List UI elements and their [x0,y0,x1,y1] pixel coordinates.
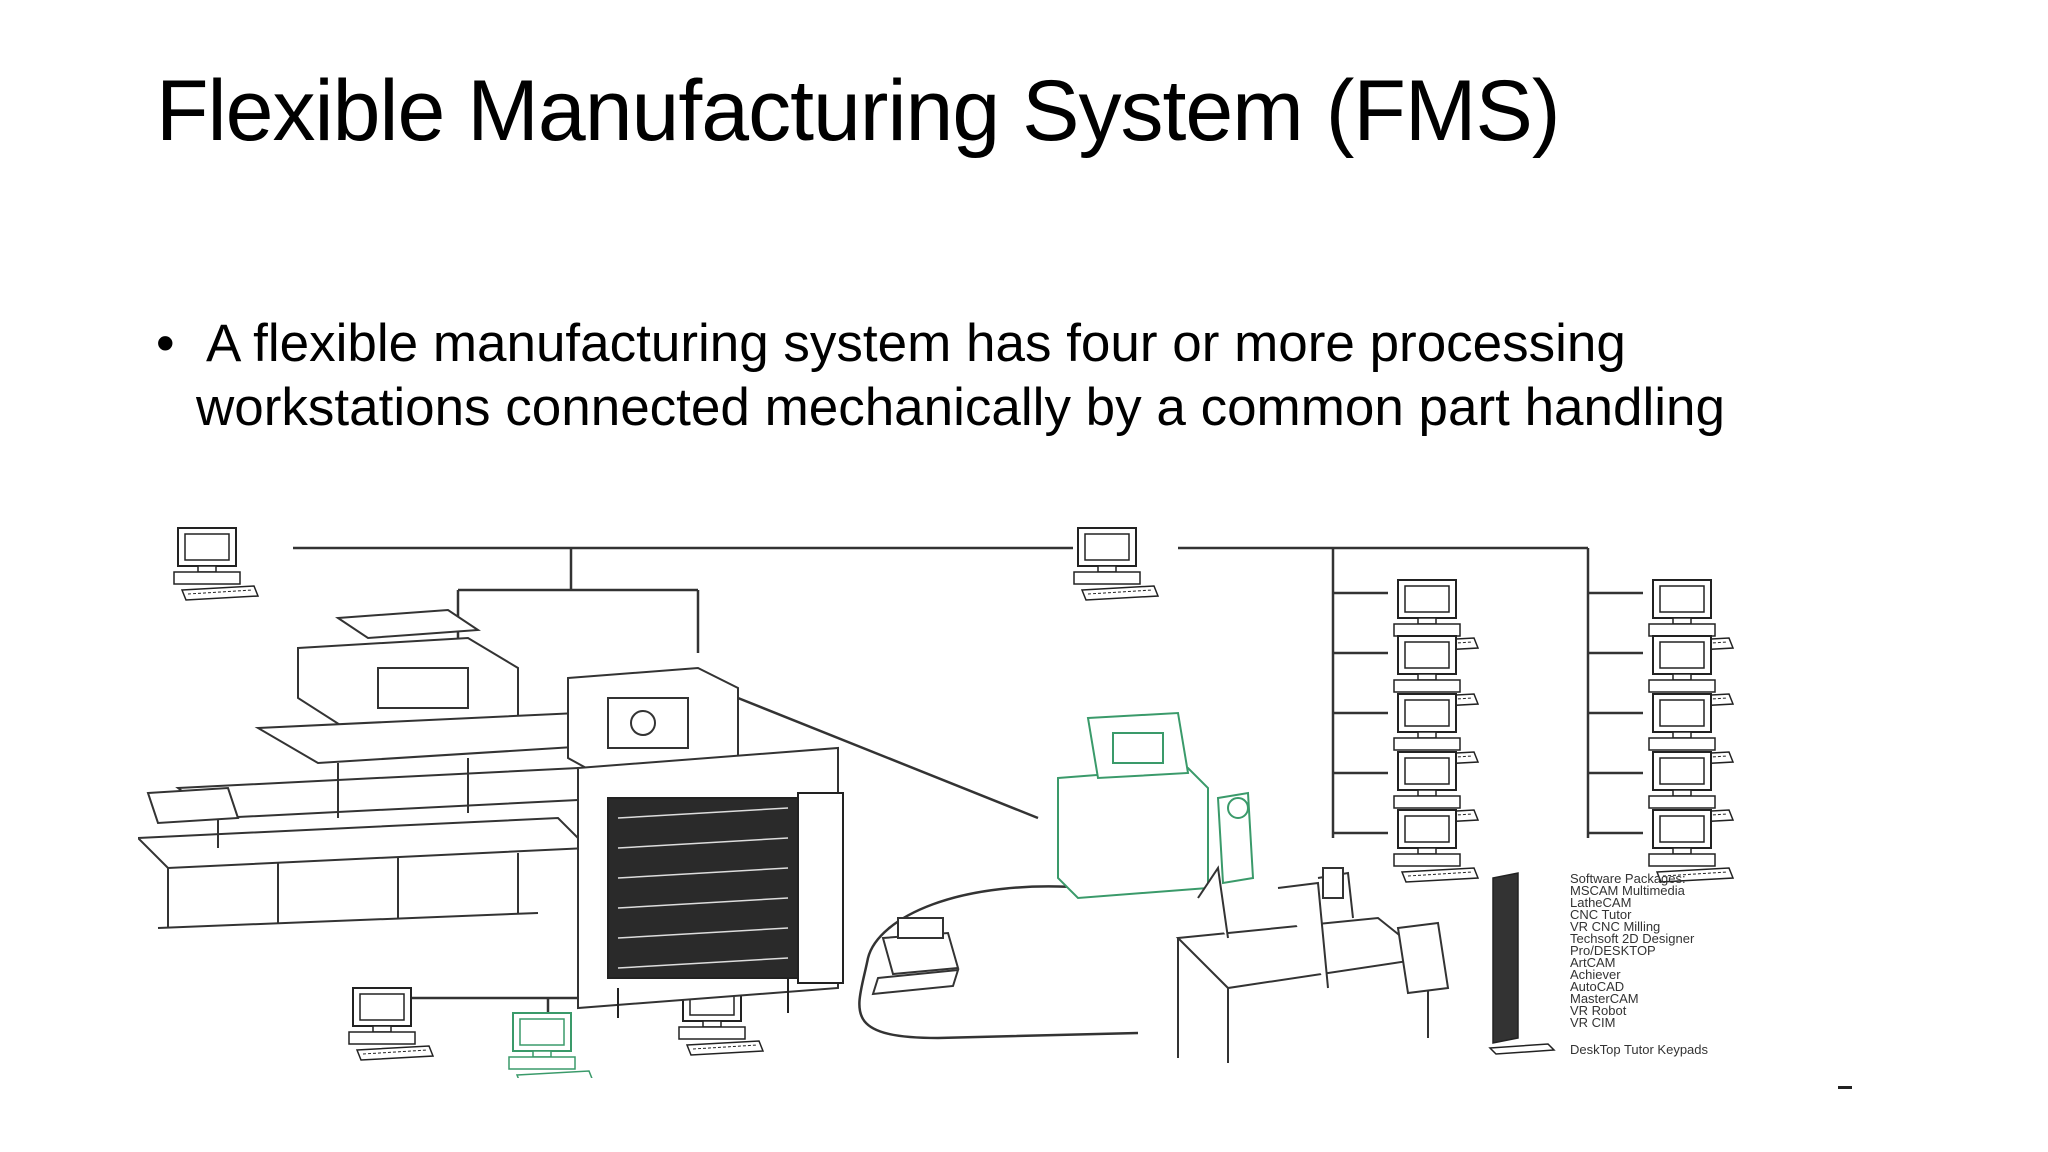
legend-item: Techsoft 2D Designer [1570,931,1695,946]
legend-item: CNC Tutor [1570,907,1632,922]
slide-title: Flexible Manufacturing System (FMS) [156,63,1561,159]
legend-item: VR CIM [1570,1015,1616,1030]
legend-item: LatheCAM [1570,895,1631,910]
keypad-stack [1488,872,1556,1055]
legend-item: Software Packages: [1570,871,1686,886]
legend-item: ArtCAM [1570,955,1616,970]
legend-item: AutoCAD [1570,979,1624,994]
bullet-text: A flexible manufacturing system has four… [196,314,1725,437]
network-lines [293,546,1643,1040]
robot-station [1057,711,1255,900]
legend-item: VR CNC Milling [1570,919,1660,934]
machining-center [138,608,642,929]
legend-item: VR Robot [1570,1003,1627,1018]
storage-rack [607,792,844,1018]
legend-item: MSCAM Multimedia [1570,883,1686,898]
slide-mark [1838,1086,1852,1089]
bullet-marker: • [156,314,175,373]
legend-item: Achiever [1570,967,1621,982]
fms-diagram: Software Packages: MSCAM Multimedia Lath… [138,527,1734,1078]
legend-item: MasterCAM [1570,991,1639,1006]
keypad-label: DeskTop Tutor Keypads [1570,1042,1709,1057]
software-legend: Software Packages: MSCAM Multimedia Lath… [1570,871,1709,1057]
cnc-router [1175,865,1450,1063]
small-cnc [871,917,960,996]
legend-item: Pro/DESKTOP [1570,943,1656,958]
